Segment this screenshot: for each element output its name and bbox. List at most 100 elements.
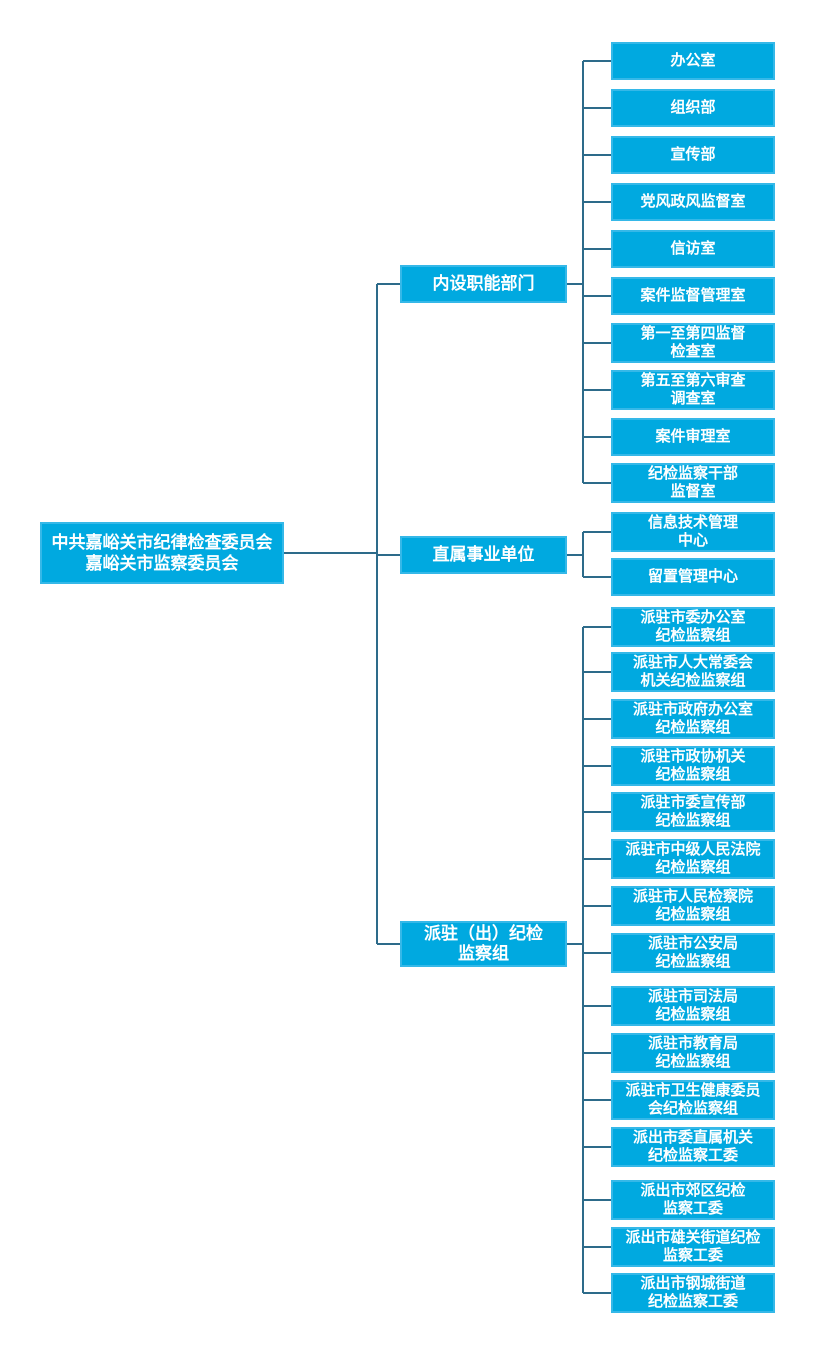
node-label-line: 纪检监察工委 (647, 1147, 738, 1164)
node-label-line: 纪检监察组 (655, 627, 731, 644)
node-label-line: 机关纪检监察组 (640, 672, 746, 689)
node-label-line: 纪检监察干部 (647, 465, 738, 482)
connector-line-horizontal (583, 531, 611, 533)
org-node-group-3-child-3: 派驻市政府办公室纪检监察组 (611, 699, 775, 739)
node-label-line: 中心 (677, 532, 708, 549)
org-node-group-3-child-4: 派驻市政协机关纪检监察组 (611, 746, 775, 786)
node-label-line: 调查室 (670, 390, 716, 407)
node-label-line: 第一至第四监督 (640, 325, 746, 342)
node-label-line: 信访室 (670, 240, 716, 257)
node-label-line: 纪检监察组 (655, 859, 731, 876)
org-node-group-3-child-7: 派驻市人民检察院纪检监察组 (611, 886, 775, 926)
connector-line-horizontal (583, 1146, 611, 1148)
node-label-line: 派驻市委宣传部 (640, 794, 746, 811)
connector-line-horizontal (583, 765, 611, 767)
node-label-line: 派驻市人民检察院 (632, 888, 753, 905)
org-node-group-2: 直属事业单位 (400, 536, 567, 574)
node-label-line: 纪检监察组 (655, 766, 731, 783)
connector-line-horizontal (583, 576, 611, 578)
connector-line-horizontal (583, 1005, 611, 1007)
org-node-group-3-child-9: 派驻市司法局纪检监察组 (611, 986, 775, 1026)
node-label-line: 纪检监察组 (655, 953, 731, 970)
node-label-line: 宣传部 (670, 146, 716, 163)
org-node-group-3-child-1: 派驻市委办公室纪检监察组 (611, 607, 775, 647)
connector-line-horizontal (377, 943, 400, 945)
connector-line-horizontal (583, 295, 611, 297)
node-label-line: 纪检监察组 (655, 1006, 731, 1023)
org-node-group-2-child-1: 信息技术管理中心 (611, 512, 775, 552)
connector-line-horizontal (583, 154, 611, 156)
connector-line-horizontal (377, 283, 400, 285)
node-label-line: 案件监督管理室 (640, 287, 746, 304)
node-label-line: 组织部 (670, 99, 716, 116)
org-node-group-3-child-12: 派出市委直属机关纪检监察工委 (611, 1127, 775, 1167)
org-node-group-1-child-7: 第一至第四监督检查室 (611, 323, 775, 363)
org-node-group-1-child-9: 案件审理室 (611, 418, 775, 456)
org-node-group-3-child-15: 派出市钢城街道纪检监察工委 (611, 1273, 775, 1313)
org-node-group-3-child-11: 派驻市卫生健康委员会纪检监察组 (611, 1080, 775, 1120)
connector-line-horizontal (583, 436, 611, 438)
connector-line-horizontal (583, 952, 611, 954)
connector-line-horizontal (583, 482, 611, 484)
connector-line-horizontal (284, 552, 377, 554)
org-node-group-2-child-2: 留置管理中心 (611, 558, 775, 596)
node-label-line: 派驻市教育局 (647, 1035, 738, 1052)
node-label-line: 监察组 (458, 944, 509, 963)
org-node-group-3-child-14: 派出市雄关街道纪检监察工委 (611, 1227, 775, 1267)
org-node-group-3-child-13: 派出市郊区纪检监察工委 (611, 1180, 775, 1220)
node-label-line: 纪检监察组 (655, 812, 731, 829)
org-node-group-1-child-2: 组织部 (611, 89, 775, 127)
org-node-group-1-child-1: 办公室 (611, 42, 775, 80)
org-node-group-1-child-4: 党风政风监督室 (611, 183, 775, 221)
org-node-group-3-child-10: 派驻市教育局纪检监察组 (611, 1033, 775, 1073)
connector-line-horizontal (377, 554, 400, 556)
node-label-line: 党风政风监督室 (640, 193, 746, 210)
connector-line-horizontal (583, 905, 611, 907)
node-label-line: 第五至第六审查 (640, 372, 746, 389)
org-node-root: 中共嘉峪关市纪律检查委员会嘉峪关市监察委员会 (40, 522, 284, 584)
connector-line-horizontal (583, 107, 611, 109)
node-label-line: 派驻市人大常委会 (632, 654, 753, 671)
org-node-group-3-child-8: 派驻市公安局纪检监察组 (611, 933, 775, 973)
node-label-line: 直属事业单位 (432, 545, 535, 564)
connector-line-vertical (582, 61, 584, 483)
connector-line-vertical (582, 627, 584, 1293)
org-node-group-1-child-10: 纪检监察干部监督室 (611, 463, 775, 503)
node-label-line: 派出市钢城街道 (640, 1275, 746, 1292)
node-label-line: 纪检监察组 (655, 906, 731, 923)
node-label-line: 内设职能部门 (432, 274, 535, 293)
connector-line-horizontal (583, 1292, 611, 1294)
node-label-line: 监察工委 (662, 1247, 723, 1264)
node-label-line: 派驻市司法局 (647, 988, 738, 1005)
node-label-line: 办公室 (670, 52, 716, 69)
connector-line-horizontal (567, 283, 583, 285)
node-label-line: 纪检监察组 (655, 1053, 731, 1070)
node-label-line: 监督室 (670, 483, 716, 500)
node-label-line: 派驻市政府办公室 (632, 701, 753, 718)
node-label-line: 派驻（出）纪检 (424, 924, 543, 943)
org-node-group-1-child-8: 第五至第六审查调查室 (611, 370, 775, 410)
node-label-line: 派驻市政协机关 (640, 748, 746, 765)
org-node-group-3-child-2: 派驻市人大常委会机关纪检监察组 (611, 652, 775, 692)
connector-line-horizontal (583, 342, 611, 344)
connector-line-horizontal (583, 389, 611, 391)
node-label-line: 纪检监察工委 (647, 1293, 738, 1310)
node-label-line: 案件审理室 (655, 428, 731, 445)
node-label-line: 留置管理中心 (647, 568, 738, 585)
node-label-line: 会纪检监察组 (647, 1100, 738, 1117)
connector-line-horizontal (583, 60, 611, 62)
org-node-group-1-child-5: 信访室 (611, 230, 775, 268)
connector-line-horizontal (567, 554, 583, 556)
connector-line-vertical (376, 284, 378, 944)
connector-line-horizontal (583, 858, 611, 860)
node-label-line: 监察工委 (662, 1200, 723, 1217)
connector-line-vertical (582, 532, 584, 577)
node-label-line: 派出市雄关街道纪检 (625, 1229, 761, 1246)
connector-line-horizontal (583, 626, 611, 628)
connector-line-horizontal (583, 671, 611, 673)
node-label-line: 检查室 (670, 343, 716, 360)
node-label-line: 派驻市公安局 (647, 935, 738, 952)
node-label-line: 派出市委直属机关 (632, 1129, 753, 1146)
node-label-line: 纪检监察组 (655, 719, 731, 736)
